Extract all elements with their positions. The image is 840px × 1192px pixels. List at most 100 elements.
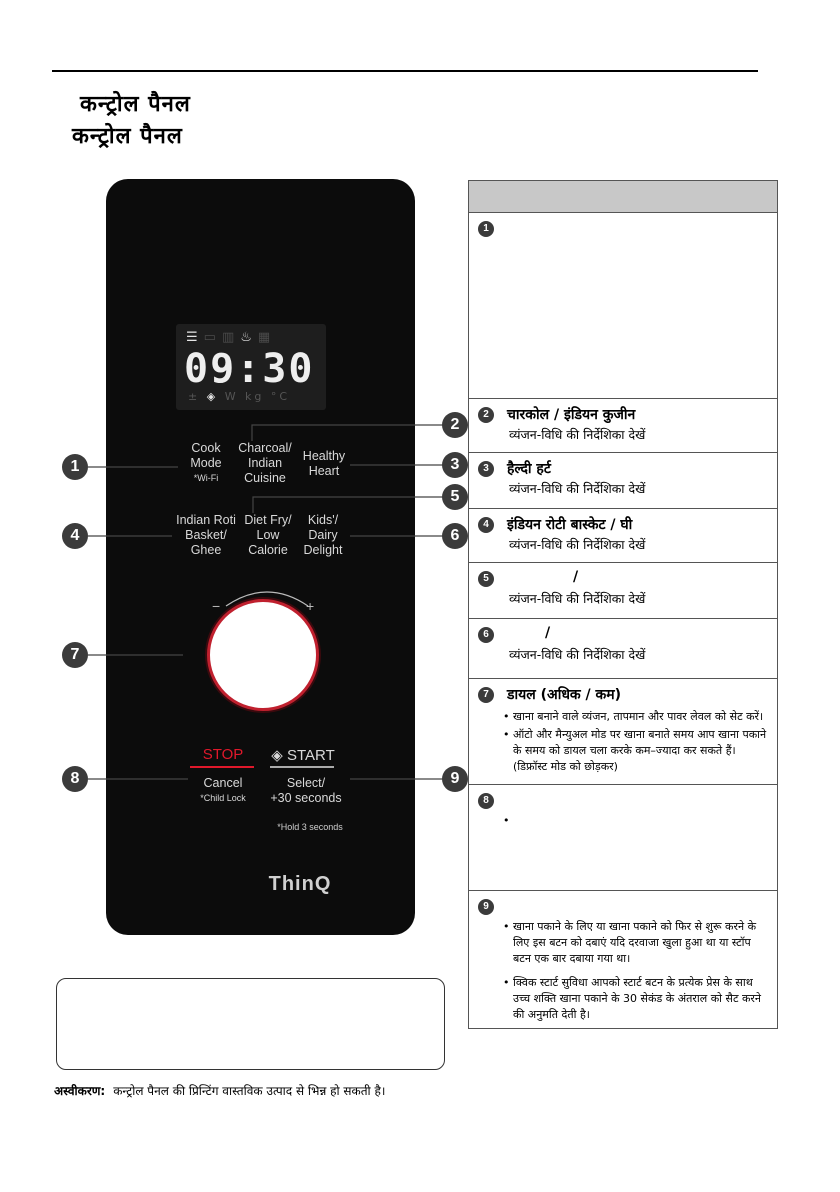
child-lock-note: *Child Lock bbox=[200, 793, 246, 803]
row-number: 5 bbox=[478, 571, 494, 587]
control-panel bbox=[106, 179, 415, 935]
table-row-4: 4 इंडियन रोटी बास्केट / घी व्यंजन-विधि क… bbox=[469, 509, 777, 563]
display-status-row: ± ◈ W kg °C bbox=[188, 390, 290, 403]
healthy-label-2: Heart bbox=[308, 464, 340, 478]
cook-mode-label-2: Mode bbox=[190, 456, 222, 470]
diet-fry-label-3: Calorie bbox=[248, 543, 288, 557]
table-row-1: 1 bbox=[469, 213, 777, 399]
start-select-button[interactable]: Select/ +30 seconds bbox=[266, 776, 346, 806]
bullet-item: खाना बनाने वाले व्यंजन, तापमान और पावर ल… bbox=[503, 709, 771, 725]
row-title: चारकोल / इंडियन कुजीन bbox=[507, 407, 636, 423]
cancel-label: Cancel bbox=[203, 776, 243, 790]
start-label: ◈ START bbox=[268, 746, 338, 764]
control-dial[interactable] bbox=[207, 599, 319, 711]
dial-arc-indicator: − + bbox=[212, 591, 314, 612]
row-number: 3 bbox=[478, 461, 494, 477]
row-number: 9 bbox=[478, 899, 494, 915]
roti-label-2: Basket/ bbox=[185, 528, 227, 542]
section-title: कन्ट्रोल पैनल bbox=[80, 92, 191, 117]
disclaimer: अस्वीकरण: कन्ट्रोल पैनल की प्रिन्टिंग वास… bbox=[54, 1082, 385, 1099]
row-subtitle: व्यंजन-विधि की निर्देशिका देखें bbox=[509, 591, 646, 606]
callout-8: 8 bbox=[62, 766, 88, 792]
cook-mode-label-1: Cook bbox=[191, 441, 221, 455]
callout-7: 7 bbox=[62, 642, 88, 668]
plus-minus-icon: ± bbox=[188, 390, 201, 403]
row-subtitle: व्यंजन-विधि की निर्देशिका देखें bbox=[509, 537, 646, 552]
row-number: 2 bbox=[478, 407, 494, 423]
row-subtitle: व्यंजन-विधि की निर्देशिका देखें bbox=[509, 481, 646, 496]
table-row-5: 5 / व्यंजन-विधि की निर्देशिका देखें bbox=[469, 563, 777, 619]
stop-cancel-button[interactable]: Cancel *Child Lock bbox=[188, 776, 258, 806]
row-number: 6 bbox=[478, 627, 494, 643]
display-time: 09:30 bbox=[184, 346, 315, 392]
callout-1: 1 bbox=[62, 454, 88, 480]
charcoal-label-3: Cuisine bbox=[244, 471, 286, 485]
wifi-note: *Wi-Fi bbox=[193, 473, 219, 483]
dial-plus: + bbox=[306, 598, 314, 612]
disclaimer-label: अस्वीकरण: bbox=[54, 1084, 106, 1098]
hold-note: *Hold 3 seconds bbox=[277, 822, 343, 832]
table-row-9: 9 खाना पकाने के लिए या खाना पकाने को फिर… bbox=[469, 891, 777, 1029]
kids-label-1: Kids'/ bbox=[307, 513, 339, 527]
display-icons-row: ☰▭▥♨▦ bbox=[186, 330, 276, 345]
row-number: 7 bbox=[478, 687, 494, 703]
description-table: 1 2 चारकोल / इंडियन कुजीन व्यंजन-विधि की… bbox=[468, 180, 778, 1029]
table-row-7: 7 डायल (अधिक / कम) खाना बनाने वाले व्यंज… bbox=[469, 679, 777, 785]
roti-label-1: Indian Roti bbox=[176, 513, 236, 527]
row-bullets: खाना बनाने वाले व्यंजन, तापमान और पावर ल… bbox=[503, 709, 771, 777]
row-title: डायल (अधिक / कम) bbox=[507, 687, 622, 703]
charcoal-label-1: Charcoal/ bbox=[238, 441, 292, 455]
start-diamond-icon: ◈ bbox=[271, 747, 283, 764]
charcoal-label-2: Indian bbox=[247, 456, 283, 470]
row-bullets: खाना पकाने के लिए या खाना पकाने को फिर स… bbox=[503, 919, 771, 1025]
row-subtitle: व्यंजन-विधि की निर्देशिका देखें bbox=[509, 427, 646, 442]
lcd-display: ☰▭▥♨▦ 09:30 ± ◈ W kg °C bbox=[176, 324, 326, 410]
callout-6: 6 bbox=[442, 523, 468, 549]
callout-9: 9 bbox=[442, 766, 468, 792]
section-subtitle: कन्ट्रोल पैनल bbox=[72, 124, 183, 149]
table-row-2: 2 चारकोल / इंडियन कुजीन व्यंजन-विधि की न… bbox=[469, 399, 777, 453]
callout-5: 5 bbox=[442, 484, 468, 510]
roti-label-3: Ghee bbox=[190, 543, 222, 557]
charcoal-button[interactable]: Charcoal/ Indian Cuisine bbox=[234, 441, 296, 486]
kids-dairy-button[interactable]: Kids'/ Dairy Delight bbox=[296, 513, 350, 558]
disclaimer-text: कन्ट्रोल पैनल की प्रिन्टिंग वास्तविक उत्… bbox=[113, 1084, 386, 1098]
row-title: हैल्दी हर्ट bbox=[507, 461, 551, 477]
healthy-label-1: Healthy bbox=[302, 449, 346, 463]
row-title: / bbox=[573, 569, 579, 585]
indian-roti-button[interactable]: Indian Roti Basket/ Ghee bbox=[170, 513, 242, 558]
note-box bbox=[56, 978, 445, 1070]
diet-fry-label-2: Low bbox=[256, 528, 280, 542]
callout-2: 2 bbox=[442, 412, 468, 438]
row-number: 1 bbox=[478, 221, 494, 237]
row-number: 4 bbox=[478, 517, 494, 533]
table-row-6: 6 / व्यंजन-विधि की निर्देशिका देखें bbox=[469, 619, 777, 679]
select-label: Select/ bbox=[286, 776, 326, 790]
grill-icon: ▥ bbox=[221, 330, 241, 345]
dial-minus: − bbox=[212, 598, 220, 612]
bullet-item: खाना पकाने के लिए या खाना पकाने को फिर स… bbox=[503, 919, 771, 967]
cook-mode-button[interactable]: Cook Mode *Wi-Fi bbox=[178, 441, 234, 486]
start-diamond-icon: ◈ bbox=[206, 390, 219, 403]
menu-icon: ☰ bbox=[186, 330, 204, 345]
mode-icon: ▭ bbox=[203, 330, 222, 345]
row-bullets bbox=[503, 813, 771, 829]
row-title: / bbox=[545, 625, 551, 641]
kids-label-3: Delight bbox=[303, 543, 343, 557]
bullet-item: क्विक स्टार्ट सुविधा आपको स्टार्ट बटन के… bbox=[503, 975, 771, 1023]
stop-underline bbox=[190, 766, 254, 768]
table-row-3: 3 हैल्दी हर्ट व्यंजन-विधि की निर्देशिका … bbox=[469, 453, 777, 509]
diet-fry-label-1: Diet Fry/ bbox=[244, 513, 292, 527]
row-title: इंडियन रोटी बास्केट / घी bbox=[507, 517, 633, 533]
row-number: 8 bbox=[478, 793, 494, 809]
bullet-item: ऑटो और मैन्युअल मोड पर खाना बनाते समय आप… bbox=[503, 727, 771, 775]
callout-3: 3 bbox=[442, 452, 468, 478]
diet-fry-button[interactable]: Diet Fry/ Low Calorie bbox=[238, 513, 298, 558]
plus30-label: +30 seconds bbox=[270, 791, 342, 805]
callout-4: 4 bbox=[62, 523, 88, 549]
stop-label: STOP bbox=[202, 746, 244, 763]
heat-icon: ▦ bbox=[257, 330, 277, 345]
healthy-heart-button[interactable]: Healthy Heart bbox=[296, 449, 352, 479]
table-row-8: 8 bbox=[469, 785, 777, 891]
